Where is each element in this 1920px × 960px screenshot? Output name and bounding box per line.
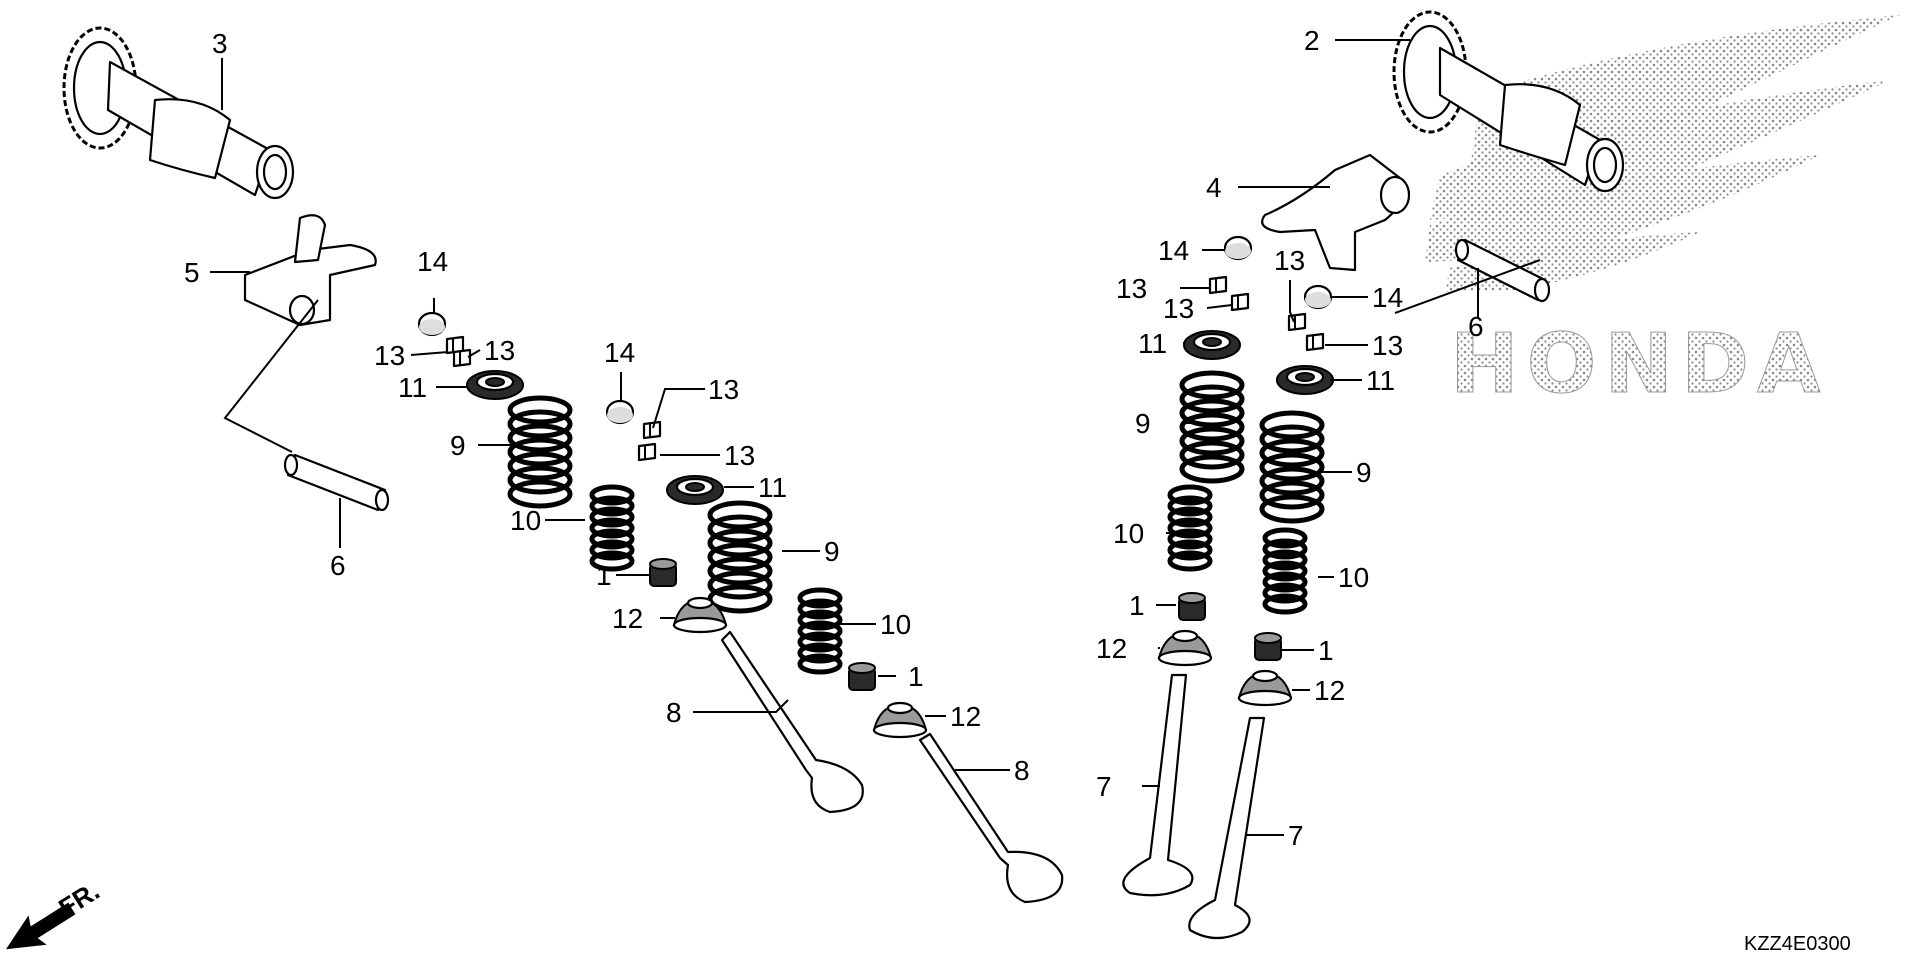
outer-spring-b [710, 503, 770, 611]
valve-8b [918, 732, 1064, 904]
callout-1d: 1 [1318, 635, 1334, 666]
valve-7b [1188, 716, 1266, 940]
callout-12a: 12 [612, 603, 643, 634]
cotter-b2 [637, 442, 657, 462]
callout-5: 5 [184, 257, 200, 288]
valve-8a [720, 630, 864, 814]
camshaft-left [62, 26, 295, 200]
spring-seat-c [1157, 629, 1213, 667]
rocker-arm-left [243, 214, 377, 327]
callout-8b: 8 [1014, 755, 1030, 786]
callout-7a: 7 [1096, 771, 1112, 802]
inner-spring-d [1265, 530, 1305, 612]
callout-12b: 12 [950, 701, 981, 732]
callout-7b: 7 [1288, 820, 1304, 851]
outer-spring-c [1182, 373, 1242, 481]
front-direction-indicator: FR. [5, 875, 105, 950]
camshaft-right [1392, 10, 1625, 193]
retainer-a [465, 369, 525, 401]
callout-10c: 10 [1113, 518, 1144, 549]
stem-seal-d [1254, 632, 1282, 661]
outer-spring-a [510, 398, 570, 506]
callout-13e: 13 [1116, 273, 1147, 304]
callout-9a: 9 [450, 430, 466, 461]
cotter-c1 [1208, 275, 1228, 295]
callout-13c: 13 [708, 374, 739, 405]
callout-1b: 1 [908, 661, 924, 692]
callout-12d: 12 [1314, 675, 1345, 706]
callout-10a: 10 [510, 505, 541, 536]
shim-d [1303, 284, 1333, 310]
callout-6b: 6 [1468, 311, 1484, 342]
callout-14c: 14 [1158, 235, 1189, 266]
callout-9b: 9 [824, 536, 840, 567]
callout-14d: 14 [1372, 282, 1403, 313]
callout-10d: 10 [1338, 562, 1369, 593]
callout-3: 3 [212, 28, 228, 59]
cotter-c2 [1230, 292, 1250, 312]
retainer-c [1182, 329, 1242, 361]
leader-lines [210, 39, 1541, 836]
spring-seat-b [872, 701, 928, 739]
retainer-b [665, 474, 725, 506]
honda-wing-watermark: HONDA [1425, 15, 1900, 413]
diagram-code: KZZ4E0300 [1744, 933, 1851, 955]
callout-10b: 10 [880, 609, 911, 640]
inner-spring-a [592, 487, 632, 569]
stem-seal-c [1178, 592, 1206, 621]
callout-13d: 13 [724, 440, 755, 471]
callout-11a: 11 [398, 372, 427, 403]
callout-6a: 6 [330, 550, 346, 581]
callout-13h: 13 [1372, 330, 1403, 361]
callout-13g: 13 [1274, 245, 1305, 276]
shim-a [417, 311, 447, 337]
cotter-b1 [642, 420, 662, 440]
callout-11c: 11 [1138, 328, 1167, 359]
callout-2: 2 [1304, 25, 1320, 56]
spring-seat-a [672, 596, 728, 634]
callout-13b: 13 [484, 335, 515, 366]
rocker-arm-right [1261, 153, 1411, 272]
stem-seal-a [649, 558, 677, 587]
callout-12c: 12 [1096, 633, 1127, 664]
callout-11d: 11 [1366, 365, 1395, 396]
callout-14b: 14 [604, 337, 635, 368]
front-arrow-icon [5, 902, 76, 950]
shim-b [605, 399, 635, 425]
cotter-a2 [452, 348, 472, 368]
cotter-d2 [1305, 332, 1325, 352]
callout-9c: 9 [1135, 408, 1151, 439]
callout-4: 4 [1206, 172, 1222, 203]
inner-spring-b [800, 590, 840, 672]
rocker-shaft-right [1454, 238, 1551, 303]
callout-13a: 13 [374, 340, 405, 371]
callout-8a: 8 [666, 697, 682, 728]
callout-14a: 14 [417, 246, 448, 277]
stem-seal-b [848, 662, 876, 691]
callout-9d: 9 [1356, 457, 1372, 488]
spring-seat-d [1237, 669, 1293, 707]
callout-labels: 3 2 4 5 6 6 14 13 13 11 9 10 1 12 8 14 1… [184, 25, 1484, 851]
rocker-shaft-left [283, 453, 390, 512]
honda-logo-text: HONDA [1450, 317, 1829, 412]
shim-c [1223, 235, 1253, 261]
callout-1c: 1 [1129, 590, 1145, 621]
valve-7a [1122, 673, 1194, 897]
callout-1a: 1 [596, 560, 612, 591]
retainer-d [1275, 364, 1335, 396]
callout-11b: 11 [758, 472, 787, 503]
inner-spring-c [1170, 487, 1210, 569]
outer-spring-d [1262, 413, 1322, 521]
callout-13f: 13 [1163, 293, 1194, 324]
